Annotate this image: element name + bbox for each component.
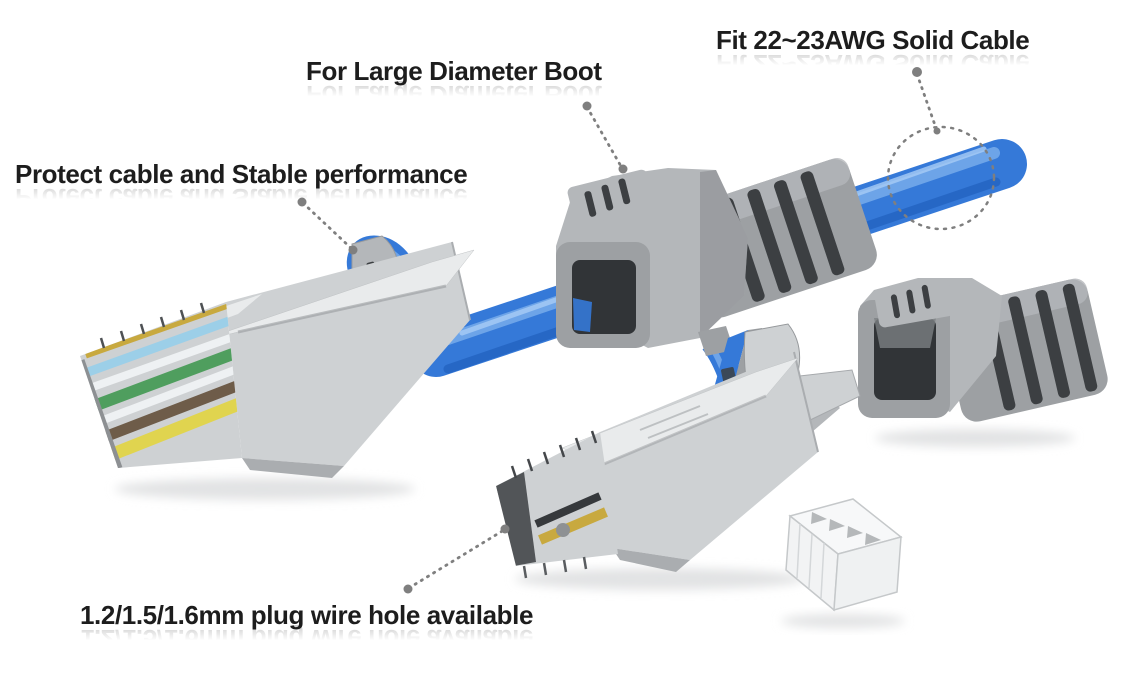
annotation-large-diameter-boot: For Large Diameter Boot For Large Diamet… <box>306 56 602 111</box>
shadow-center-plug <box>515 568 805 590</box>
plug-latch-flap <box>189 249 475 345</box>
wire-stack <box>80 303 242 468</box>
spare-boot-rib-groove <box>1035 290 1070 398</box>
spare-boot-rib-groove <box>1008 296 1043 405</box>
leader-dots <box>297 67 941 594</box>
plug2-gold-strip <box>538 507 608 545</box>
plug2-flap-shadow <box>603 394 767 466</box>
load-bar-wire-guides <box>811 512 881 545</box>
plug2-shield-body <box>600 352 818 560</box>
leader-dot <box>348 245 358 255</box>
contact-teeth <box>99 302 206 349</box>
annotation-text: 1.2/1.5/1.6mm plug wire hole available <box>80 600 534 630</box>
boot-latch-slot <box>601 184 614 211</box>
plug-bottom-face <box>242 458 344 478</box>
wire-brown <box>100 378 242 444</box>
wire-white <box>88 332 238 392</box>
front-edge-shade <box>80 359 123 468</box>
leader-line-plug-hole <box>407 528 506 590</box>
spare-boot-latch-slot <box>890 294 901 319</box>
boot-latch-tab <box>567 169 655 226</box>
plug2-front-details <box>496 472 608 566</box>
cable-inside-boot <box>573 298 592 332</box>
annotation-text: For Large Diameter Boot <box>306 56 602 86</box>
boot-rib-groove <box>747 188 792 293</box>
leader-line-fit-cable <box>915 72 938 130</box>
plug2-contact-teeth <box>510 430 598 479</box>
annotation-reflection: 1.2/1.5/1.6mm plug wire hole available <box>80 624 534 655</box>
annotation-text: Protect cable and Stable performance <box>15 159 468 189</box>
boot-hood-shade <box>700 170 748 338</box>
spare-boot-rib-groove <box>1062 283 1098 392</box>
wire-yellow <box>105 395 242 463</box>
load-bar <box>785 498 903 612</box>
spare-boot-latch-slot <box>921 284 931 309</box>
plug2-bottom-teeth <box>522 556 588 579</box>
annotation-text: Fit 22~23AWG Solid Cable <box>716 25 1030 55</box>
spare-boot-latch-tab <box>874 278 954 328</box>
plug2-rivet <box>556 523 570 537</box>
leader-dot <box>582 101 592 111</box>
annotation-protect-cable: Protect cable and Stable performance Pro… <box>15 159 468 214</box>
cable-stub-cap <box>698 326 734 356</box>
boot-rib-groove <box>774 180 818 285</box>
annotation-plug-wire-hole: 1.2/1.5/1.6mm plug wire hole available 1… <box>80 600 534 655</box>
boot-on-cable <box>556 157 877 348</box>
boot-latch-slot <box>584 191 597 217</box>
awg-highlight-circle <box>886 125 996 231</box>
boot-rib-groove <box>800 171 845 276</box>
load-bar-right-face <box>833 536 902 612</box>
leader-dot <box>933 127 941 135</box>
shadow-load-bar <box>781 614 905 628</box>
shadow-spare-boot <box>875 429 1075 447</box>
rj45-plug-assembled <box>80 235 475 478</box>
plug2-front-dark-band <box>496 472 536 566</box>
plug2-slot <box>534 492 602 528</box>
wire-white <box>96 364 242 426</box>
shadow-left-plug <box>115 478 415 500</box>
boot-latch-slot <box>618 178 631 205</box>
leader-dot <box>403 584 413 594</box>
leader-line-large-boot <box>585 105 624 170</box>
plug-shield-body <box>226 242 470 466</box>
annotation-reflection: For Large Diameter Boot <box>306 80 602 111</box>
leader-lines <box>301 72 938 590</box>
leader-dot <box>500 524 510 534</box>
spare-boot-latch-slot <box>906 289 916 314</box>
annotation-reflection: Fit 22~23AWG Solid Cable <box>716 49 1030 80</box>
rj45-plug-exploded <box>496 323 861 579</box>
wire-green <box>91 346 241 412</box>
leader-dot <box>912 67 922 77</box>
leader-dot <box>618 164 628 174</box>
plug2-body-edge <box>793 351 819 453</box>
plug2-emboss-marks <box>639 405 709 439</box>
annotation-reflection: Protect cable and Stable performance <box>15 183 468 214</box>
latch-flap-shadow <box>237 284 447 334</box>
annotation-fit-solid-cable: Fit 22~23AWG Solid Cable Fit 22~23AWG So… <box>716 25 1030 80</box>
leader-dot <box>297 197 307 207</box>
ground-shadows <box>115 429 1075 628</box>
plug-body-edge <box>451 241 471 321</box>
wire-blue <box>86 315 234 377</box>
plug2-bottom-face <box>612 548 690 572</box>
load-bar-ridges <box>796 523 825 599</box>
gold-contacts <box>85 303 229 359</box>
spare-boot <box>858 278 1108 422</box>
